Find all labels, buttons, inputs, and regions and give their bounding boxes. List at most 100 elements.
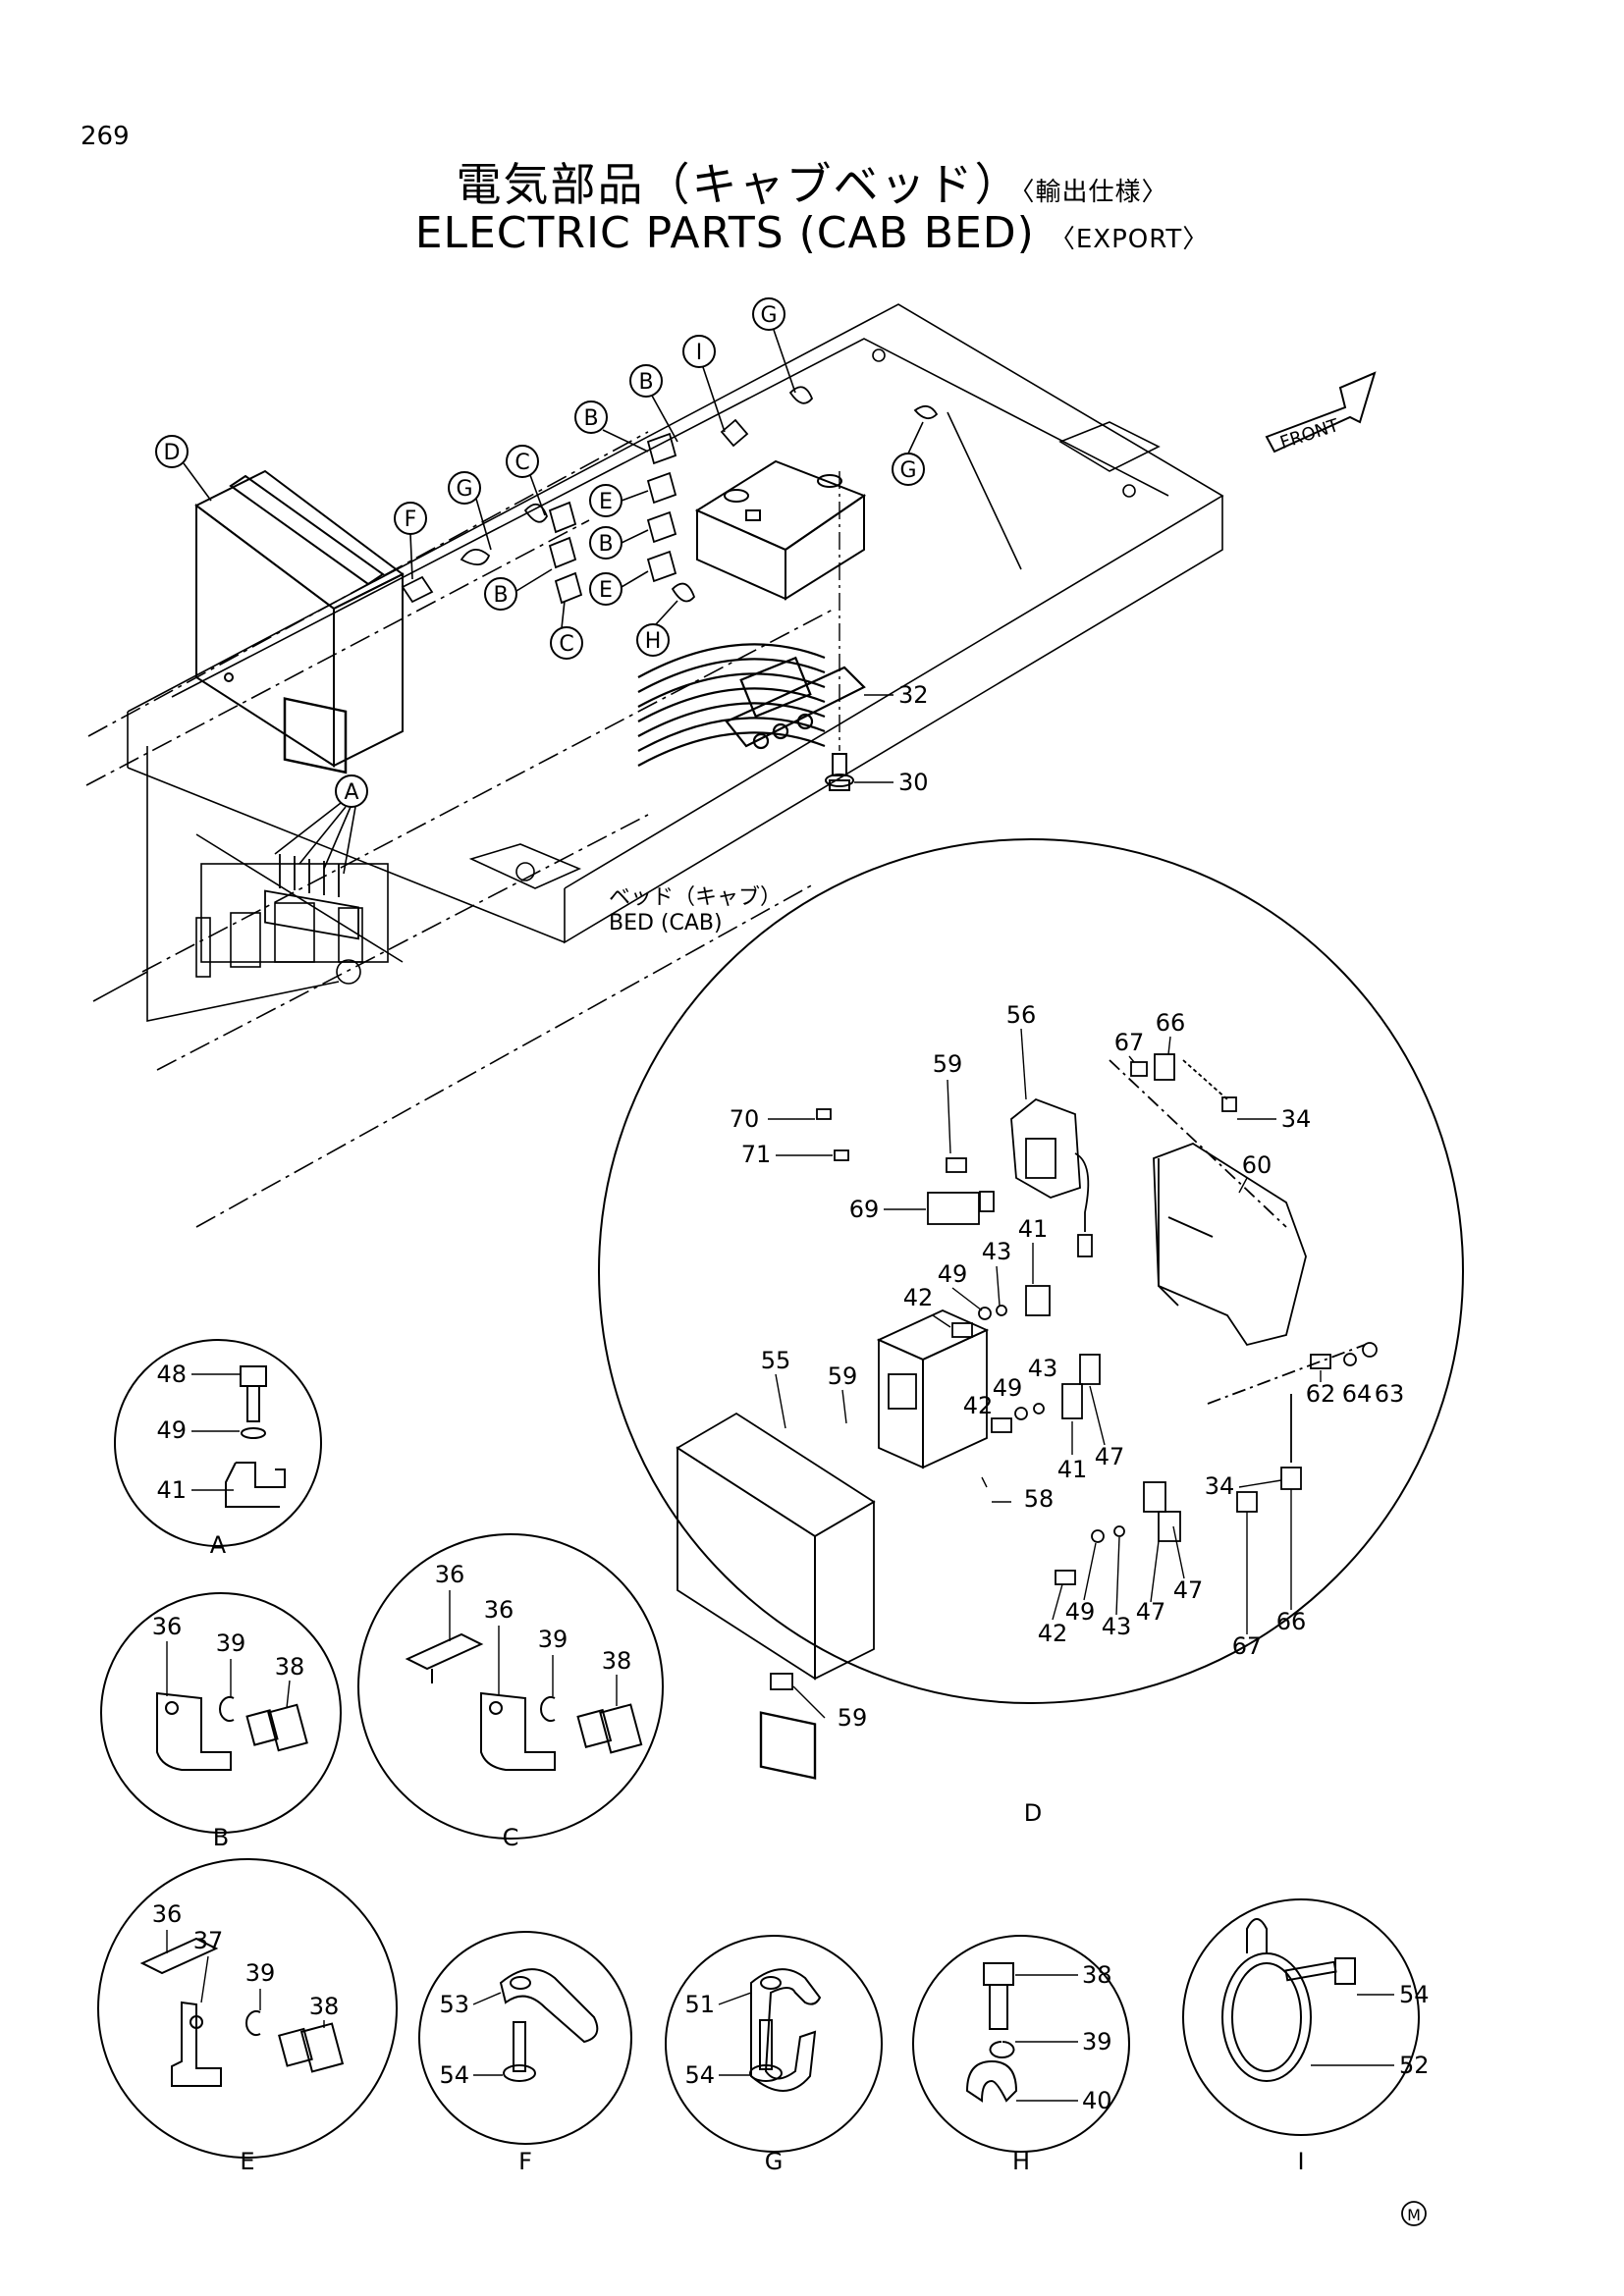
detail-F-part-1: 53 — [439, 1991, 469, 2018]
callout-D-text: D — [164, 441, 181, 465]
callout-G-text-3: G — [899, 458, 916, 483]
d-part-58: 58 — [1024, 1485, 1055, 1513]
callout-B-text-4: B — [598, 532, 613, 557]
d-part-43-b: 43 — [1028, 1355, 1058, 1382]
detail-B-letter: B — [213, 1824, 229, 1851]
callout-D — [155, 435, 189, 468]
detail-C-part-1: 36 — [435, 1561, 465, 1588]
detail-E: 36 37 39 38 E — [97, 1858, 398, 2175]
title-jp-main: 電気部品（キャブベッド） — [456, 158, 1022, 211]
detail-I-part-1: 54 — [1399, 1981, 1430, 2008]
detail-I: 54 52 I — [1182, 1898, 1430, 2175]
detail-F-letter: F — [518, 2148, 532, 2175]
callout-G-top — [752, 297, 785, 331]
relay-box — [694, 459, 867, 601]
detail-H-part-1: 38 — [1082, 1961, 1112, 1989]
callout-H-text: H — [645, 629, 662, 654]
part-30-label: 30 — [898, 769, 929, 796]
detail-A-letter: A — [210, 1531, 227, 1559]
detail-H-part-3: 40 — [1082, 2087, 1112, 2114]
d-part-64: 64 — [1342, 1380, 1373, 1408]
detail-A-part-3: 41 — [156, 1476, 187, 1504]
title-en-main: ELECTRIC PARTS (CAB BED) — [414, 208, 1035, 258]
d-part-47-c: 47 — [1173, 1576, 1204, 1604]
detail-C: 36 36 39 38 C — [357, 1533, 664, 1851]
detail-A-part-1: 48 — [156, 1361, 187, 1388]
callout-G-text-1: G — [456, 477, 472, 502]
detail-C-letter: C — [503, 1824, 519, 1851]
d-part-59-b: 59 — [828, 1362, 858, 1390]
detail-F-part-2: 54 — [439, 2061, 469, 2089]
bracket-row — [401, 386, 939, 605]
detail-D-leaders — [768, 1028, 1322, 1719]
d-part-63: 63 — [1375, 1380, 1405, 1408]
bed-label-jp: ベッド（キャブ） — [609, 885, 783, 910]
cab-bed-frame — [85, 303, 1224, 1228]
controller-box — [194, 469, 405, 774]
page-title-en: ELECTRIC PARTS (CAB BED) 〈EXPORT〉 — [0, 208, 1624, 258]
callout-E-text-1: E — [599, 490, 613, 514]
d-part-43-a: 43 — [982, 1238, 1012, 1265]
d-part-66-a: 66 — [1156, 1009, 1186, 1037]
detail-B: 36 39 38 B — [100, 1592, 342, 1851]
d-part-69: 69 — [849, 1196, 880, 1223]
detail-I-letter: I — [1297, 2148, 1304, 2175]
detail-A: 48 49 41 A — [114, 1339, 322, 1559]
d-part-42-b: 42 — [963, 1392, 994, 1419]
detail-B-part-1: 36 — [152, 1613, 183, 1640]
detail-G-part-2: 54 — [684, 2061, 715, 2089]
main-callouts: D F G C B C B B E B E H I G G A — [155, 297, 925, 808]
detail-C-part-3: 39 — [538, 1626, 568, 1653]
callout-C-bottom — [550, 626, 583, 660]
main-part-numbers: 32 30 — [854, 681, 929, 796]
d-part-59-c: 59 — [838, 1704, 868, 1732]
d-part-56: 56 — [1006, 1001, 1037, 1029]
d-part-59-a: 59 — [933, 1050, 963, 1078]
detail-B-part-3: 38 — [275, 1653, 305, 1681]
d-part-49-c: 49 — [1065, 1598, 1096, 1626]
callout-G-text-2: G — [760, 303, 777, 328]
detail-H: 38 39 40 H — [912, 1935, 1130, 2175]
detail-H-part-2: 39 — [1082, 2028, 1112, 2056]
callout-A-text: A — [344, 780, 358, 805]
callout-B-top2 — [629, 364, 663, 398]
d-part-66-b: 66 — [1276, 1608, 1307, 1635]
title-jp-sub: 〈輸出仕様〉 — [1021, 178, 1168, 207]
detail-H-letter: H — [1012, 2148, 1030, 2175]
d-part-70: 70 — [730, 1105, 760, 1133]
callout-B-left — [484, 577, 517, 611]
callout-C-text-1: C — [514, 451, 529, 475]
callout-A — [335, 774, 368, 808]
footer-mark: M — [1401, 2201, 1427, 2226]
d-part-71: 71 — [741, 1141, 772, 1168]
d-part-55: 55 — [761, 1347, 791, 1374]
detail-C-part-4: 38 — [602, 1647, 632, 1675]
callout-G-left — [448, 471, 481, 505]
callout-C-text-2: C — [559, 632, 573, 657]
callout-I-text: I — [696, 341, 703, 365]
d-part-47-b: 47 — [1136, 1598, 1166, 1626]
callout-E-text-2: E — [599, 578, 613, 603]
d-part-62: 62 — [1306, 1380, 1336, 1408]
d-part-34-b: 34 — [1205, 1472, 1235, 1500]
callout-leaders — [183, 329, 924, 875]
callout-F-text: F — [405, 507, 417, 532]
detail-E-part-1: 36 — [152, 1900, 183, 1928]
callout-B-text-2: B — [583, 406, 598, 431]
detail-C-part-2: 36 — [484, 1596, 514, 1624]
detail-B-part-2: 39 — [216, 1629, 246, 1657]
detail-F: 53 54 F — [418, 1931, 632, 2175]
d-part-41-a: 41 — [1018, 1215, 1049, 1243]
d-part-49-a: 49 — [938, 1260, 968, 1288]
callout-I — [682, 335, 716, 368]
detail-G: 51 54 G — [665, 1935, 883, 2175]
detail-E-letter: E — [240, 2148, 254, 2175]
footer-mark-text: M — [1407, 2206, 1421, 2224]
detail-A-part-2: 49 — [156, 1416, 187, 1444]
d-part-34-a: 34 — [1281, 1105, 1312, 1133]
d-part-49-b: 49 — [993, 1374, 1023, 1402]
detail-G-letter: G — [765, 2148, 784, 2175]
callout-C-top — [506, 445, 539, 478]
bed-label-en: BED (CAB) — [609, 911, 723, 935]
